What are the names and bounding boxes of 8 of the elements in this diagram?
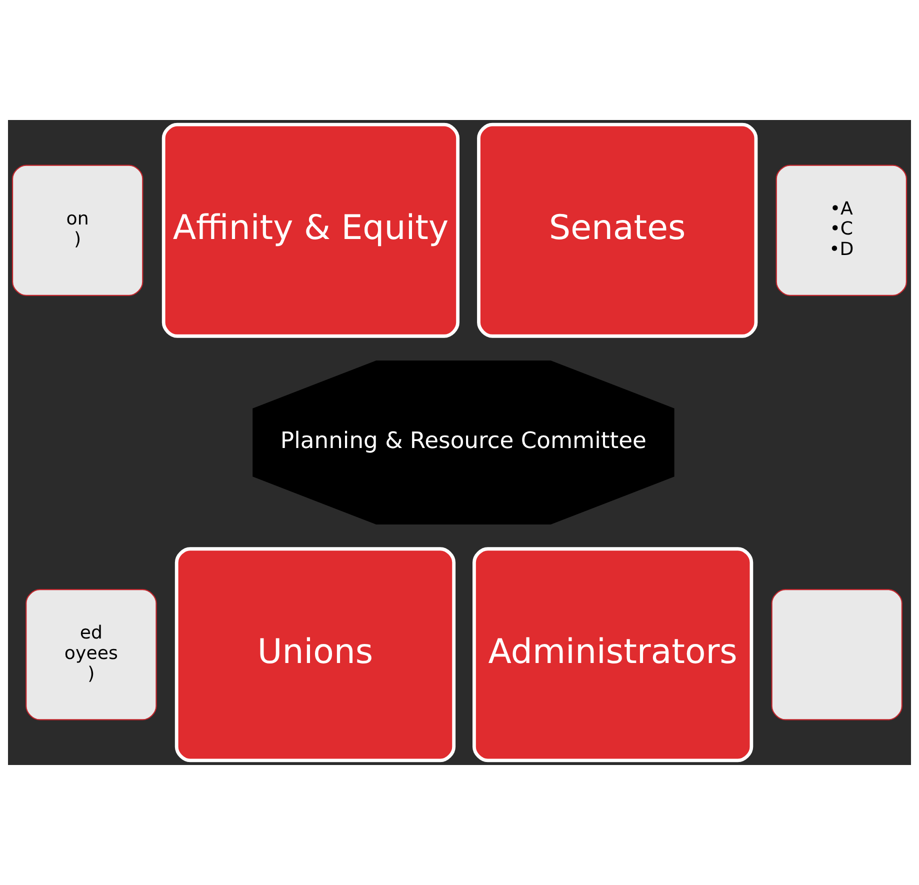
node-box: Administrators <box>472 547 754 762</box>
node-box: •A •C •D <box>776 164 908 296</box>
node-box: ed oyees ) <box>26 589 157 720</box>
node-box: Affinity & Equity <box>162 122 460 338</box>
node-box: on ) <box>12 164 144 296</box>
node-box: Senates <box>477 122 758 338</box>
node-box: Unions <box>174 547 456 762</box>
node-box <box>771 589 903 720</box>
